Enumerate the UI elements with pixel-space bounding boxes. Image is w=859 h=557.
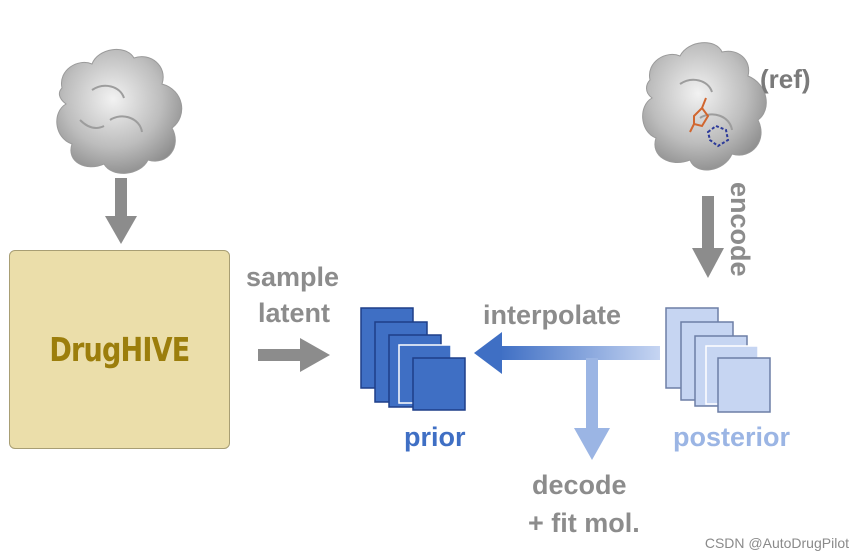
decode-label-line2: + fit mol.: [528, 508, 640, 538]
prior-label: prior: [404, 422, 466, 452]
encode-arrow: [692, 196, 724, 278]
protein-surface-icon: [56, 49, 183, 174]
watermark: CSDN @AutoDrugPilot: [704, 535, 849, 551]
interpolate-label: interpolate: [483, 300, 622, 330]
sample-label-line1: sample: [246, 262, 340, 292]
interpolate-arrow: [474, 332, 660, 374]
protein-with-ligand-icon: [642, 42, 767, 171]
encode-label: encode: [725, 182, 755, 277]
decode-arrow: [574, 358, 610, 460]
posterior-latent-stack: [665, 307, 771, 413]
drughive-model-box: DrugHIVE: [9, 250, 230, 449]
posterior-label: posterior: [673, 422, 791, 452]
input-arrow: [105, 178, 137, 244]
model-name: DrugHIVE: [49, 330, 190, 369]
sample-arrow: [258, 338, 330, 372]
sample-label-line2: latent: [258, 298, 331, 328]
reference-tag: (ref): [760, 64, 811, 94]
decode-label-line1: decode: [532, 470, 627, 500]
prior-latent-stack: [360, 307, 466, 411]
ligand-icon: [689, 97, 730, 148]
